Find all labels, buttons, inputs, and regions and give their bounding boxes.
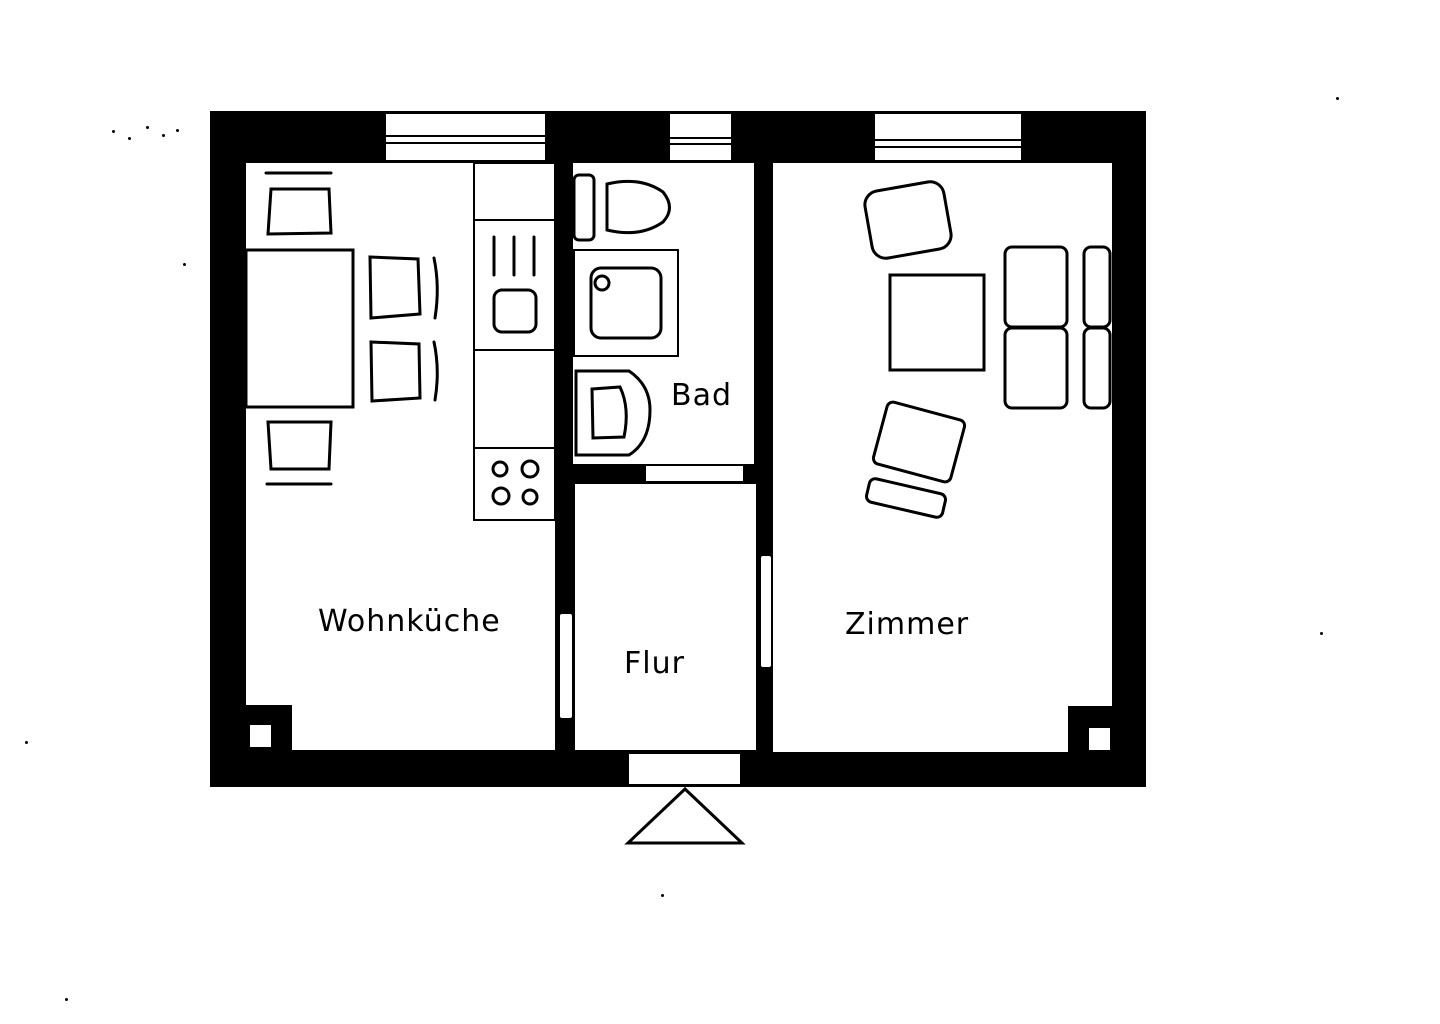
kitchen-counter (473, 162, 556, 521)
window-bad (668, 112, 733, 162)
washbasin-icon (574, 369, 652, 457)
chair-right-upper (368, 255, 439, 320)
toilet-icon (605, 179, 671, 235)
sink-icon (492, 235, 538, 334)
bathroom-cabinet (572, 173, 596, 242)
scan-noise (183, 263, 186, 266)
scan-noise (1320, 632, 1323, 635)
room-label-zimmer: Zimmer (845, 607, 970, 642)
entrance-triangle-icon (624, 786, 746, 845)
scan-noise (65, 998, 68, 1001)
floor-flur (575, 484, 756, 750)
scan-noise (1336, 97, 1339, 100)
footstool (864, 477, 948, 519)
dining-table (244, 248, 355, 409)
chair-bottom (265, 420, 333, 486)
door-entrance (627, 752, 742, 786)
window-wohnkueche (384, 112, 547, 162)
chair-right-lower (369, 340, 439, 403)
shower-tray-icon (573, 249, 679, 357)
door-zimmer (759, 554, 773, 669)
scan-noise (176, 129, 179, 132)
pillar-shaft-right (1089, 728, 1110, 750)
room-label-wohnkueche: Wohnküche (318, 604, 501, 639)
armchair-bottom (871, 400, 967, 484)
door-bad (644, 464, 745, 483)
scan-noise (162, 134, 165, 137)
stove-icon (491, 459, 540, 506)
room-label-flur: Flur (624, 646, 685, 681)
pillar-shaft-left (250, 725, 271, 747)
room-label-bad: Bad (671, 378, 733, 413)
door-wohnkueche (558, 612, 574, 720)
scan-noise (112, 130, 115, 133)
coffee-table (888, 273, 986, 372)
sofa-icon (1003, 245, 1112, 410)
scan-noise (25, 741, 28, 744)
window-zimmer (873, 112, 1023, 162)
chair-top (264, 171, 333, 236)
scan-noise (128, 137, 131, 140)
scan-noise (146, 126, 149, 129)
scan-noise (661, 894, 664, 897)
armchair-top (863, 180, 953, 260)
